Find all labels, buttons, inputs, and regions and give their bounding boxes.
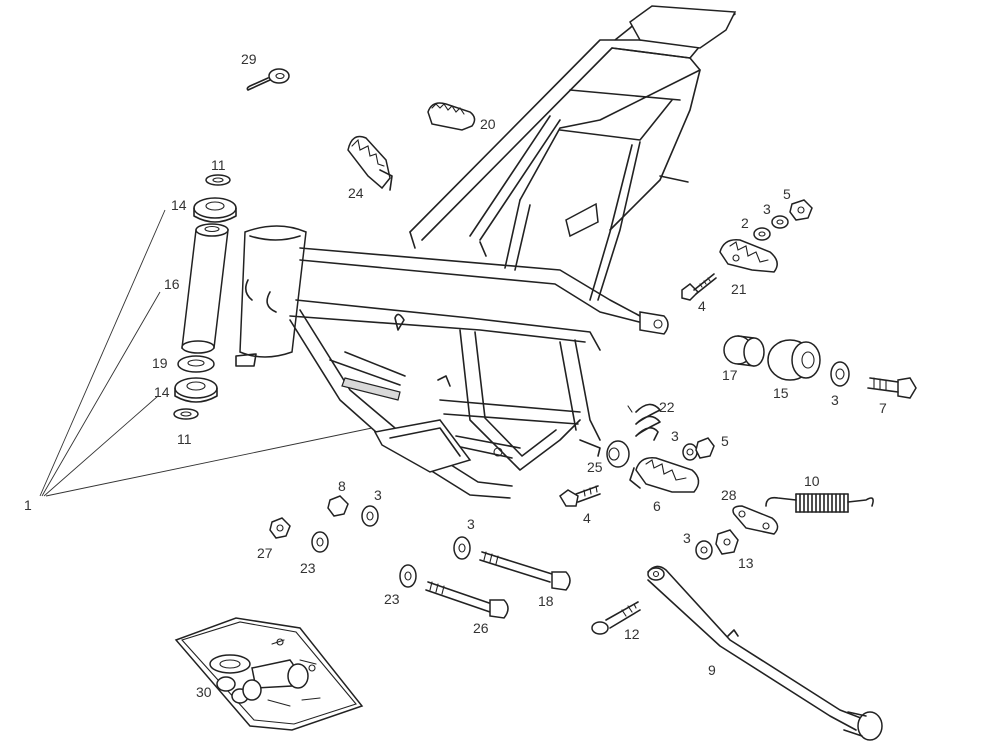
callout-14: 14 xyxy=(171,197,187,213)
bolt-4-upper xyxy=(681,273,717,301)
callout-1-leaders xyxy=(39,209,373,497)
footpeg-6 xyxy=(629,457,700,493)
callout-7: 7 xyxy=(879,400,887,416)
callout-8: 8 xyxy=(338,478,346,494)
callout-labels: 1 2 3 3 3 3 3 3 4 4 5 5 6 7 8 9 10 11 11… xyxy=(24,51,887,700)
callout-4: 4 xyxy=(698,298,706,314)
hardware-bag-30 xyxy=(174,617,364,731)
footpeg-21 xyxy=(719,239,778,273)
bracket-28 xyxy=(732,505,779,535)
bolt-18 xyxy=(479,551,571,591)
callout-15: 15 xyxy=(773,385,789,401)
callout-3: 3 xyxy=(374,487,382,503)
key-29 xyxy=(246,68,290,91)
side-stand-9 xyxy=(647,565,883,741)
callout-23: 23 xyxy=(384,591,400,607)
callout-3: 3 xyxy=(831,392,839,408)
callout-30: 30 xyxy=(196,684,212,700)
callout-9: 9 xyxy=(708,662,716,678)
footpeg-24 xyxy=(347,135,393,191)
bolt-7 xyxy=(867,377,917,399)
footpeg-20 xyxy=(427,102,476,131)
callout-5: 5 xyxy=(783,186,791,202)
callout-3: 3 xyxy=(671,428,679,444)
callout-10: 10 xyxy=(804,473,820,489)
spring-10 xyxy=(765,493,874,513)
bolt-26 xyxy=(425,581,509,619)
callout-20: 20 xyxy=(480,116,496,132)
callout-11: 11 xyxy=(211,157,226,173)
bolt-12 xyxy=(591,601,641,635)
callout-16: 16 xyxy=(164,276,180,292)
callout-23: 23 xyxy=(300,560,316,576)
callout-27: 27 xyxy=(257,545,273,561)
frame xyxy=(235,5,737,499)
callout-3: 3 xyxy=(683,530,691,546)
callout-24: 24 xyxy=(348,185,364,201)
callout-17: 17 xyxy=(722,367,738,383)
spring-22 xyxy=(627,403,661,441)
callout-19: 19 xyxy=(152,355,168,371)
callout-5: 5 xyxy=(721,433,729,449)
callout-13: 13 xyxy=(738,555,754,571)
callout-28: 28 xyxy=(721,487,737,503)
hardware-nuts-washers xyxy=(269,199,850,588)
callout-3: 3 xyxy=(763,201,771,217)
callout-25: 25 xyxy=(587,459,603,475)
callout-2: 2 xyxy=(741,215,749,231)
bolt-4-lower xyxy=(559,485,601,507)
callout-22: 22 xyxy=(659,399,675,415)
callout-14: 14 xyxy=(154,384,170,400)
callout-3: 3 xyxy=(467,516,475,532)
callout-26: 26 xyxy=(473,620,489,636)
steering-stem-parts xyxy=(173,174,237,420)
callout-21: 21 xyxy=(731,281,747,297)
callout-1: 1 xyxy=(24,497,32,513)
callout-18: 18 xyxy=(538,593,554,609)
callout-29: 29 xyxy=(241,51,257,67)
callout-11: 11 xyxy=(177,431,192,447)
callout-4: 4 xyxy=(583,510,591,526)
callout-12: 12 xyxy=(624,626,640,642)
callout-6: 6 xyxy=(653,498,661,514)
